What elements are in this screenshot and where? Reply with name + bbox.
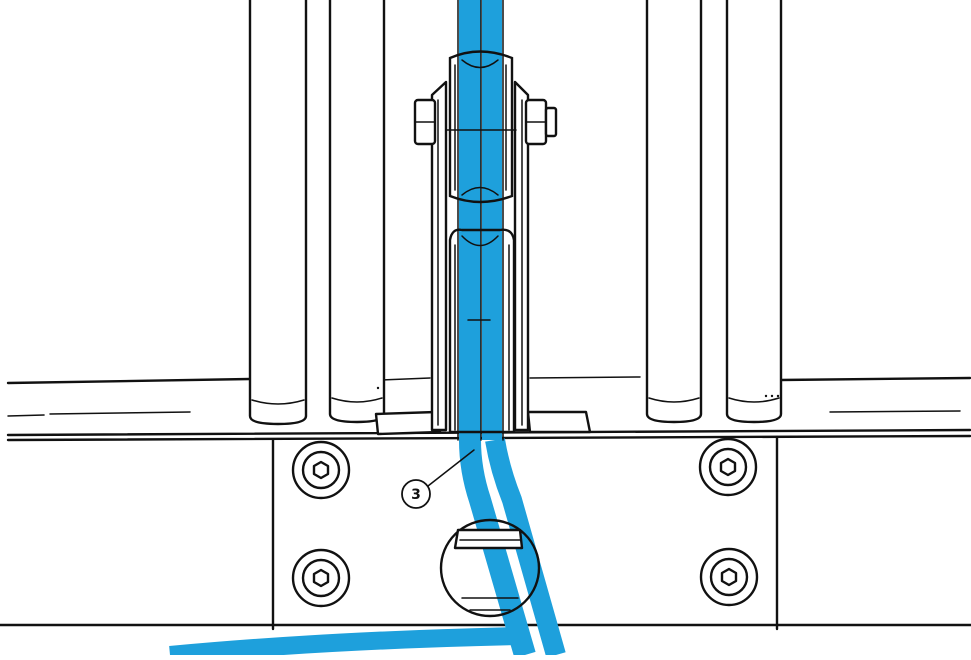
axle-nuts [413,98,558,146]
right-posts [645,0,783,424]
pulley-brackets [430,80,530,432]
screw-bottom-left [291,548,351,608]
screw-bottom-right [699,547,759,607]
lower-pulley [448,228,516,434]
callout-number: 3 [411,487,421,503]
callout-circle [401,479,431,509]
pulley-feet [374,410,592,436]
upper-pulley [445,50,517,204]
screw-top-right [698,437,758,497]
bracket-plate [0,435,971,631]
cable [169,0,566,660]
cable-guide [439,518,541,618]
callout-3: 3 [401,449,475,509]
detail-dots [376,386,780,398]
socket-screws [291,437,759,608]
left-posts [248,0,386,426]
screw-top-left [291,440,351,500]
